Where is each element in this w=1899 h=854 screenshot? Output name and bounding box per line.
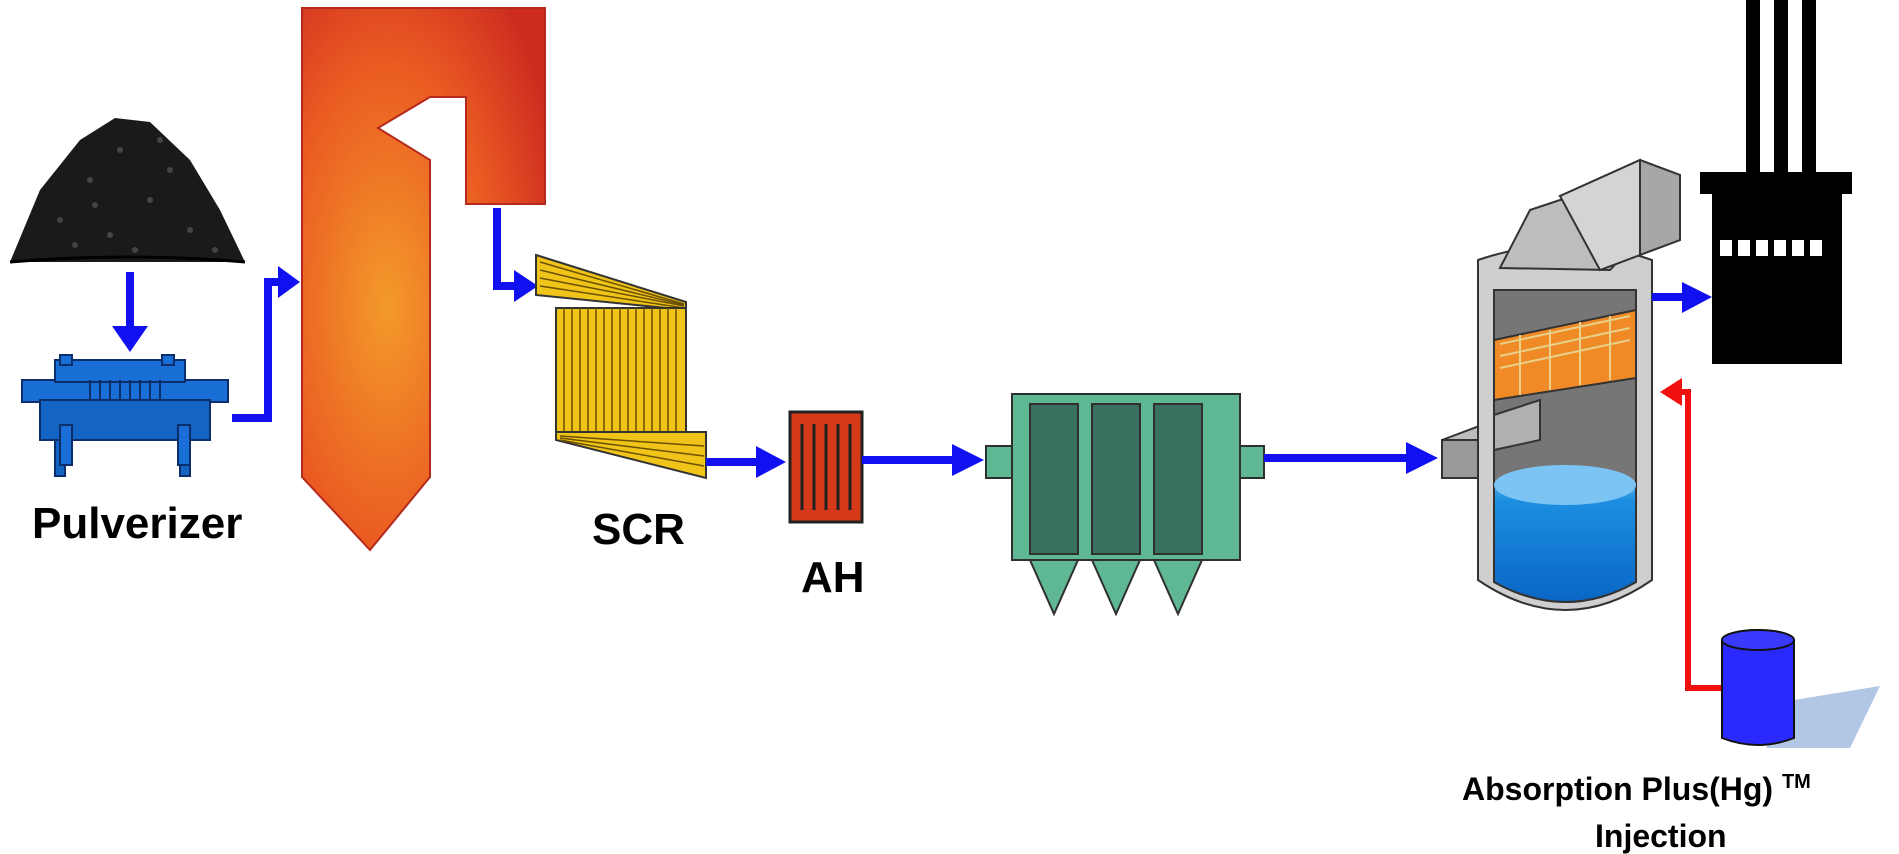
injection-label-main: Absorption Plus(Hg): [1462, 771, 1773, 807]
ah-label: AH: [801, 553, 865, 602]
pulverizer-icon: [21, 354, 229, 477]
boiler-icon: [301, 7, 546, 552]
scr-reactor-icon: [535, 253, 707, 480]
flow-arrow-coal: [112, 272, 148, 352]
scr-label: SCR: [592, 505, 685, 554]
flow-arrow-esp-scrubber: [1264, 442, 1438, 474]
sorbent-tank-icon: [1721, 629, 1880, 748]
injection-label-line2: Injection: [1595, 818, 1727, 854]
injection-label-tm: TM: [1782, 771, 1811, 793]
scrubber-icon: [1441, 158, 1681, 611]
air-heater-icon: [788, 410, 864, 524]
injection-arrow: [1660, 378, 1722, 691]
flow-arrow-boiler-scr: [493, 208, 538, 302]
flow-arrow-scrubber-stack: [1652, 282, 1712, 313]
pulverizer-label: Pulverizer: [32, 499, 242, 548]
flow-arrow-pulverizer-boiler: [232, 266, 300, 422]
coal-pile-icon: [9, 118, 246, 264]
precipitator-icon: [985, 393, 1265, 617]
injection-label-line1: Absorption Plus(Hg) TM: [1462, 771, 1811, 807]
flow-arrow-scr-ah: [706, 446, 786, 478]
flow-arrow-ah-esp: [862, 444, 984, 476]
stack-icon: [1700, 0, 1852, 364]
